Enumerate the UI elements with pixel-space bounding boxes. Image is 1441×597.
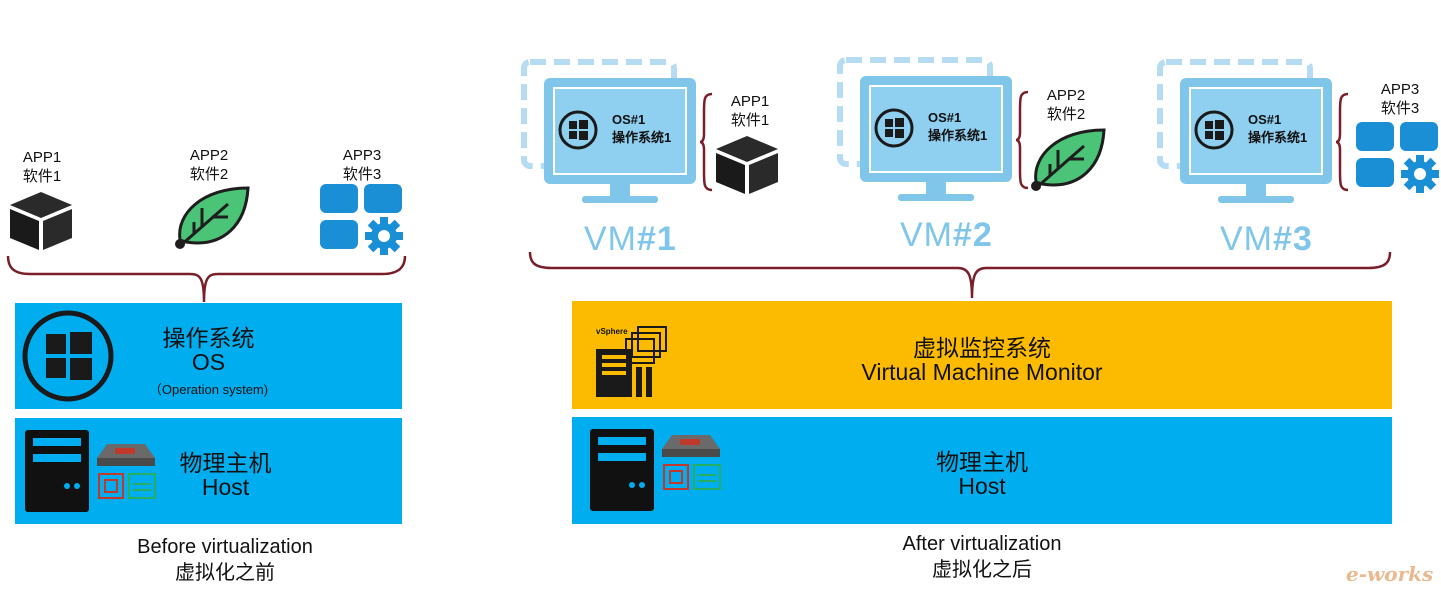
cube-icon <box>716 136 778 194</box>
vsphere-server-icon <box>596 326 667 397</box>
vm1-title-text: VM <box>584 220 637 258</box>
os-bar: 操作系统 OS （Operation system) <box>15 303 402 409</box>
vmm-title: 虚拟监控系统 <box>913 335 1051 361</box>
vm1-app: APP1 软件1 <box>720 92 780 130</box>
vm3-app-name: APP3 <box>1380 81 1420 98</box>
vm3-app-zh: 软件3 <box>1380 100 1420 117</box>
app1-zh: 软件1 <box>22 168 62 185</box>
small-brace-icon <box>1335 92 1349 192</box>
os-title: 操作系统 <box>162 325 255 351</box>
vm1-os-label: 操作系统1 <box>612 130 672 145</box>
vmm-bar: vSphere 虚拟监控系统 Virtual Machine Monitor <box>572 301 1392 409</box>
app3-zh: 软件3 <box>342 166 382 183</box>
host-bar-right: 物理主机 Host <box>572 417 1392 524</box>
vm1-app-zh: 软件1 <box>730 112 770 129</box>
vm-2: OS#1 操作系统1 APP2 软件2 VM#2 <box>836 56 1106 256</box>
app2-zh: 软件2 <box>189 166 229 183</box>
os-subtitle: OS <box>191 349 226 375</box>
caption-before-zh: 虚拟化之前 <box>175 562 275 584</box>
watermark-logo: e-works <box>1346 562 1434 586</box>
vm3-app: APP3 软件3 <box>1370 80 1430 118</box>
host-title-left: 物理主机 <box>179 450 272 476</box>
vm1-os: OS#1 <box>612 112 646 127</box>
leaf-icon <box>1031 128 1106 191</box>
hardware-parts-icon <box>97 444 156 499</box>
vm3-os: OS#1 <box>1248 112 1282 127</box>
vm3-os-label: 操作系统1 <box>1248 130 1308 145</box>
host-bar-left: 物理主机 Host <box>15 418 402 524</box>
tiles-gear-icon <box>320 184 403 255</box>
vm2-app: APP2 软件2 <box>1036 86 1096 124</box>
vm2-title-text: VM <box>900 216 953 254</box>
caption-before: Before virtualization 虚拟化之前 <box>15 534 435 586</box>
vm-3: OS#1 操作系统1 APP3 软件3 VM#3 <box>1156 58 1439 259</box>
app2-label: APP2 软件2 <box>183 146 235 184</box>
vm1-app-name: APP1 <box>730 93 770 110</box>
caption-after-en: After virtualization <box>902 533 1062 555</box>
vm2-app-zh: 软件2 <box>1046 106 1086 123</box>
vmm-subtitle: Virtual Machine Monitor <box>861 359 1103 385</box>
host-subtitle-right: Host <box>958 473 1006 499</box>
os-note: （Operation system) <box>148 382 269 397</box>
tiles-gear-icon <box>1356 122 1439 193</box>
app2-name: APP2 <box>189 147 229 164</box>
vm2-os: OS#1 <box>928 110 962 125</box>
caption-after: After virtualization 虚拟化之后 <box>772 531 1192 583</box>
app3-name: APP3 <box>342 147 382 164</box>
server-tower-icon <box>25 430 89 512</box>
vm3-title-text: VM <box>1220 220 1273 258</box>
vsphere-badge: vSphere <box>596 327 628 336</box>
hardware-parts-icon <box>662 435 721 490</box>
app1-label: APP1 软件1 <box>18 148 66 186</box>
monitor-icon <box>521 59 696 203</box>
monitor-icon <box>1157 59 1332 203</box>
vm1-title-num: #1 <box>637 220 677 258</box>
caption-before-en: Before virtualization <box>137 536 313 558</box>
monitor-icon <box>837 57 1012 201</box>
small-brace-icon <box>1015 90 1029 190</box>
windows-logo-icon <box>22 310 114 402</box>
host-title-right: 物理主机 <box>936 449 1028 475</box>
app1-name: APP1 <box>22 149 62 166</box>
vm2-app-name: APP2 <box>1046 87 1086 104</box>
vm3-title-num: #3 <box>1273 220 1313 258</box>
leaf-icon <box>175 186 250 249</box>
caption-after-zh: 虚拟化之后 <box>932 559 1032 581</box>
vm3-title: VM#3 <box>1220 220 1313 259</box>
small-brace-icon <box>699 92 713 192</box>
cube-icon <box>10 192 72 250</box>
brace-right <box>528 251 1392 299</box>
server-tower-icon <box>590 429 654 511</box>
app3-label: APP3 软件3 <box>336 146 388 184</box>
vm2-os-label: 操作系统1 <box>928 128 988 143</box>
vm-1: OS#1 操作系统1 APP1 软件1 VM#1 <box>520 58 790 258</box>
vm2-title: VM#2 <box>900 216 993 255</box>
brace-left <box>6 255 407 303</box>
host-subtitle-left: Host <box>201 474 250 500</box>
vm1-title: VM#1 <box>584 220 677 259</box>
vm2-title-num: #2 <box>953 216 993 254</box>
